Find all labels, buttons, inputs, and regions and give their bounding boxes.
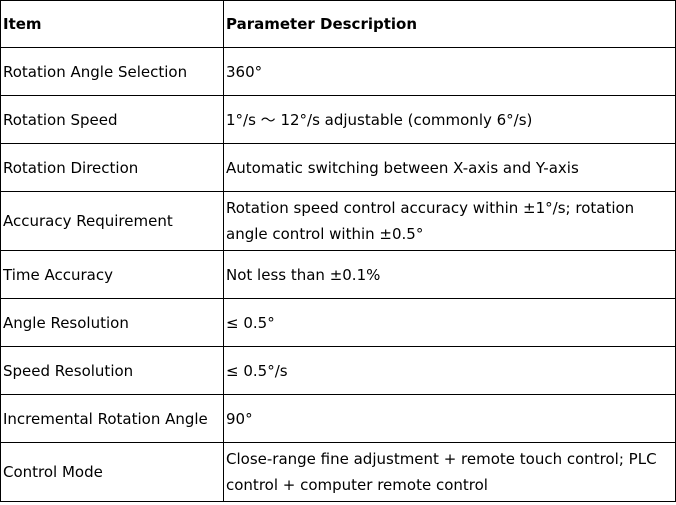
row-description: Not less than ±0.1% bbox=[223, 250, 676, 299]
row-description: Rotation speed control accuracy within ±… bbox=[223, 191, 676, 251]
table-row: Time Accuracy Not less than ±0.1% bbox=[0, 250, 676, 299]
row-item-label: Angle Resolution bbox=[0, 298, 224, 347]
row-description: 1°/s ～ 12°/s adjustable (commonly 6°/s) bbox=[223, 95, 676, 144]
row-item-label: Speed Resolution bbox=[0, 346, 224, 395]
table-row: Speed Resolution ≤ 0.5°/s bbox=[0, 346, 676, 395]
row-item-label: Time Accuracy bbox=[0, 250, 224, 299]
row-description: ≤ 0.5° bbox=[223, 298, 676, 347]
row-description: ≤ 0.5°/s bbox=[223, 346, 676, 395]
table-row: Incremental Rotation Angle 90° bbox=[0, 394, 676, 443]
row-description: Close-range fine adjustment + remote tou… bbox=[223, 442, 676, 502]
table-row: Accuracy Requirement Rotation speed cont… bbox=[0, 191, 676, 251]
row-item-label: Accuracy Requirement bbox=[0, 191, 224, 251]
table-row: Angle Resolution ≤ 0.5° bbox=[0, 298, 676, 347]
table-row: Control Mode Close-range fine adjustment… bbox=[0, 442, 676, 502]
row-item-label: Incremental Rotation Angle bbox=[0, 394, 224, 443]
table-row: Rotation Angle Selection 360° bbox=[0, 47, 676, 96]
row-item-label: Rotation Direction bbox=[0, 143, 224, 192]
table-header-row: Item Parameter Description bbox=[0, 0, 676, 48]
row-item-label: Rotation Speed bbox=[0, 95, 224, 144]
row-description: 90° bbox=[223, 394, 676, 443]
header-parameter-description: Parameter Description bbox=[223, 0, 676, 48]
header-item: Item bbox=[0, 0, 224, 48]
row-description: 360° bbox=[223, 47, 676, 96]
table-row: Rotation Speed 1°/s ～ 12°/s adjustable (… bbox=[0, 95, 676, 144]
row-description: Automatic switching between X-axis and Y… bbox=[223, 143, 676, 192]
row-item-label: Rotation Angle Selection bbox=[0, 47, 224, 96]
row-item-label: Control Mode bbox=[0, 442, 224, 502]
table-row: Rotation Direction Automatic switching b… bbox=[0, 143, 676, 192]
